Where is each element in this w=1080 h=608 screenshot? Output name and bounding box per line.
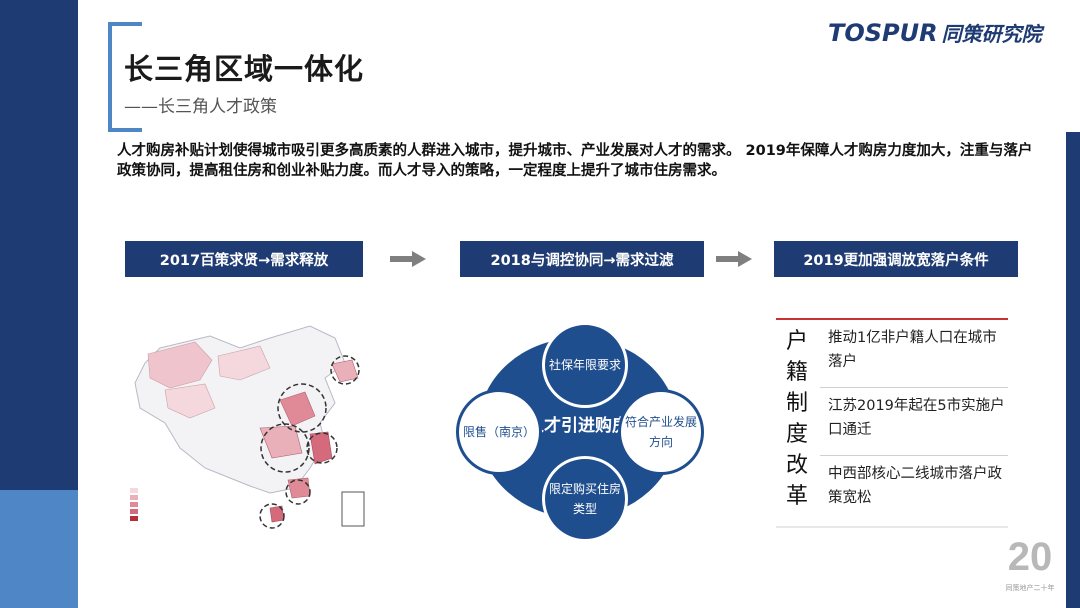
intro-paragraph: 人才购房补贴计划使得城市吸引更多高质素的人群进入城市，提升城市、产业发展对人才的… <box>117 143 1033 179</box>
arrow-right-icon <box>390 251 426 267</box>
page-title: 长三角区域一体化 <box>124 52 365 86</box>
reform-list: 推动1亿非户籍人口在城市落户 江苏2019年起在5市实施户口通迁 中西部核心二线… <box>820 320 1008 524</box>
reform-box <box>776 318 1008 528</box>
diagram-top: 社保年限要求 <box>542 322 628 408</box>
diagram-bottom: 限定购买住房类型 <box>542 456 628 542</box>
title-bracket <box>108 22 142 132</box>
diagram-right: 符合产业发展方向 <box>618 389 704 475</box>
left-light-band <box>0 490 78 608</box>
page-subtitle: ——长三角人才政策 <box>124 97 277 117</box>
reform-label: 户籍制度改革 <box>785 329 808 509</box>
left-dark-band <box>0 0 78 490</box>
logo-brand: TOSPUR <box>828 18 938 47</box>
timeline-2019: 2019更加强调放宽落户条件 <box>774 241 1018 277</box>
right-band <box>1066 132 1080 608</box>
reform-item: 中西部核心二线城市落户政策宽松 <box>828 466 1002 506</box>
diagram-left: 限售（南京） <box>456 389 542 475</box>
logo: TOSPUR 同策研究院 <box>828 18 1042 47</box>
timeline-2018: 2018与调控协同→需求过滤 <box>460 241 704 277</box>
badge-number: 20 <box>1008 535 1053 579</box>
arrow-right-icon <box>716 251 752 267</box>
reform-item: 推动1亿非户籍人口在城市落户 <box>820 320 1008 388</box>
badge-caption: 同策地产二十年 <box>1006 583 1055 592</box>
timeline-2017: 2017百策求贤→需求释放 <box>125 241 363 277</box>
china-map-image <box>130 325 365 529</box>
reform-item: 江苏2019年起在5市实施户口通迁 <box>820 388 1008 456</box>
anniversary-badge: 20 同策地产二十年 <box>1006 535 1055 592</box>
logo-cn: 同策研究院 <box>941 22 1042 46</box>
